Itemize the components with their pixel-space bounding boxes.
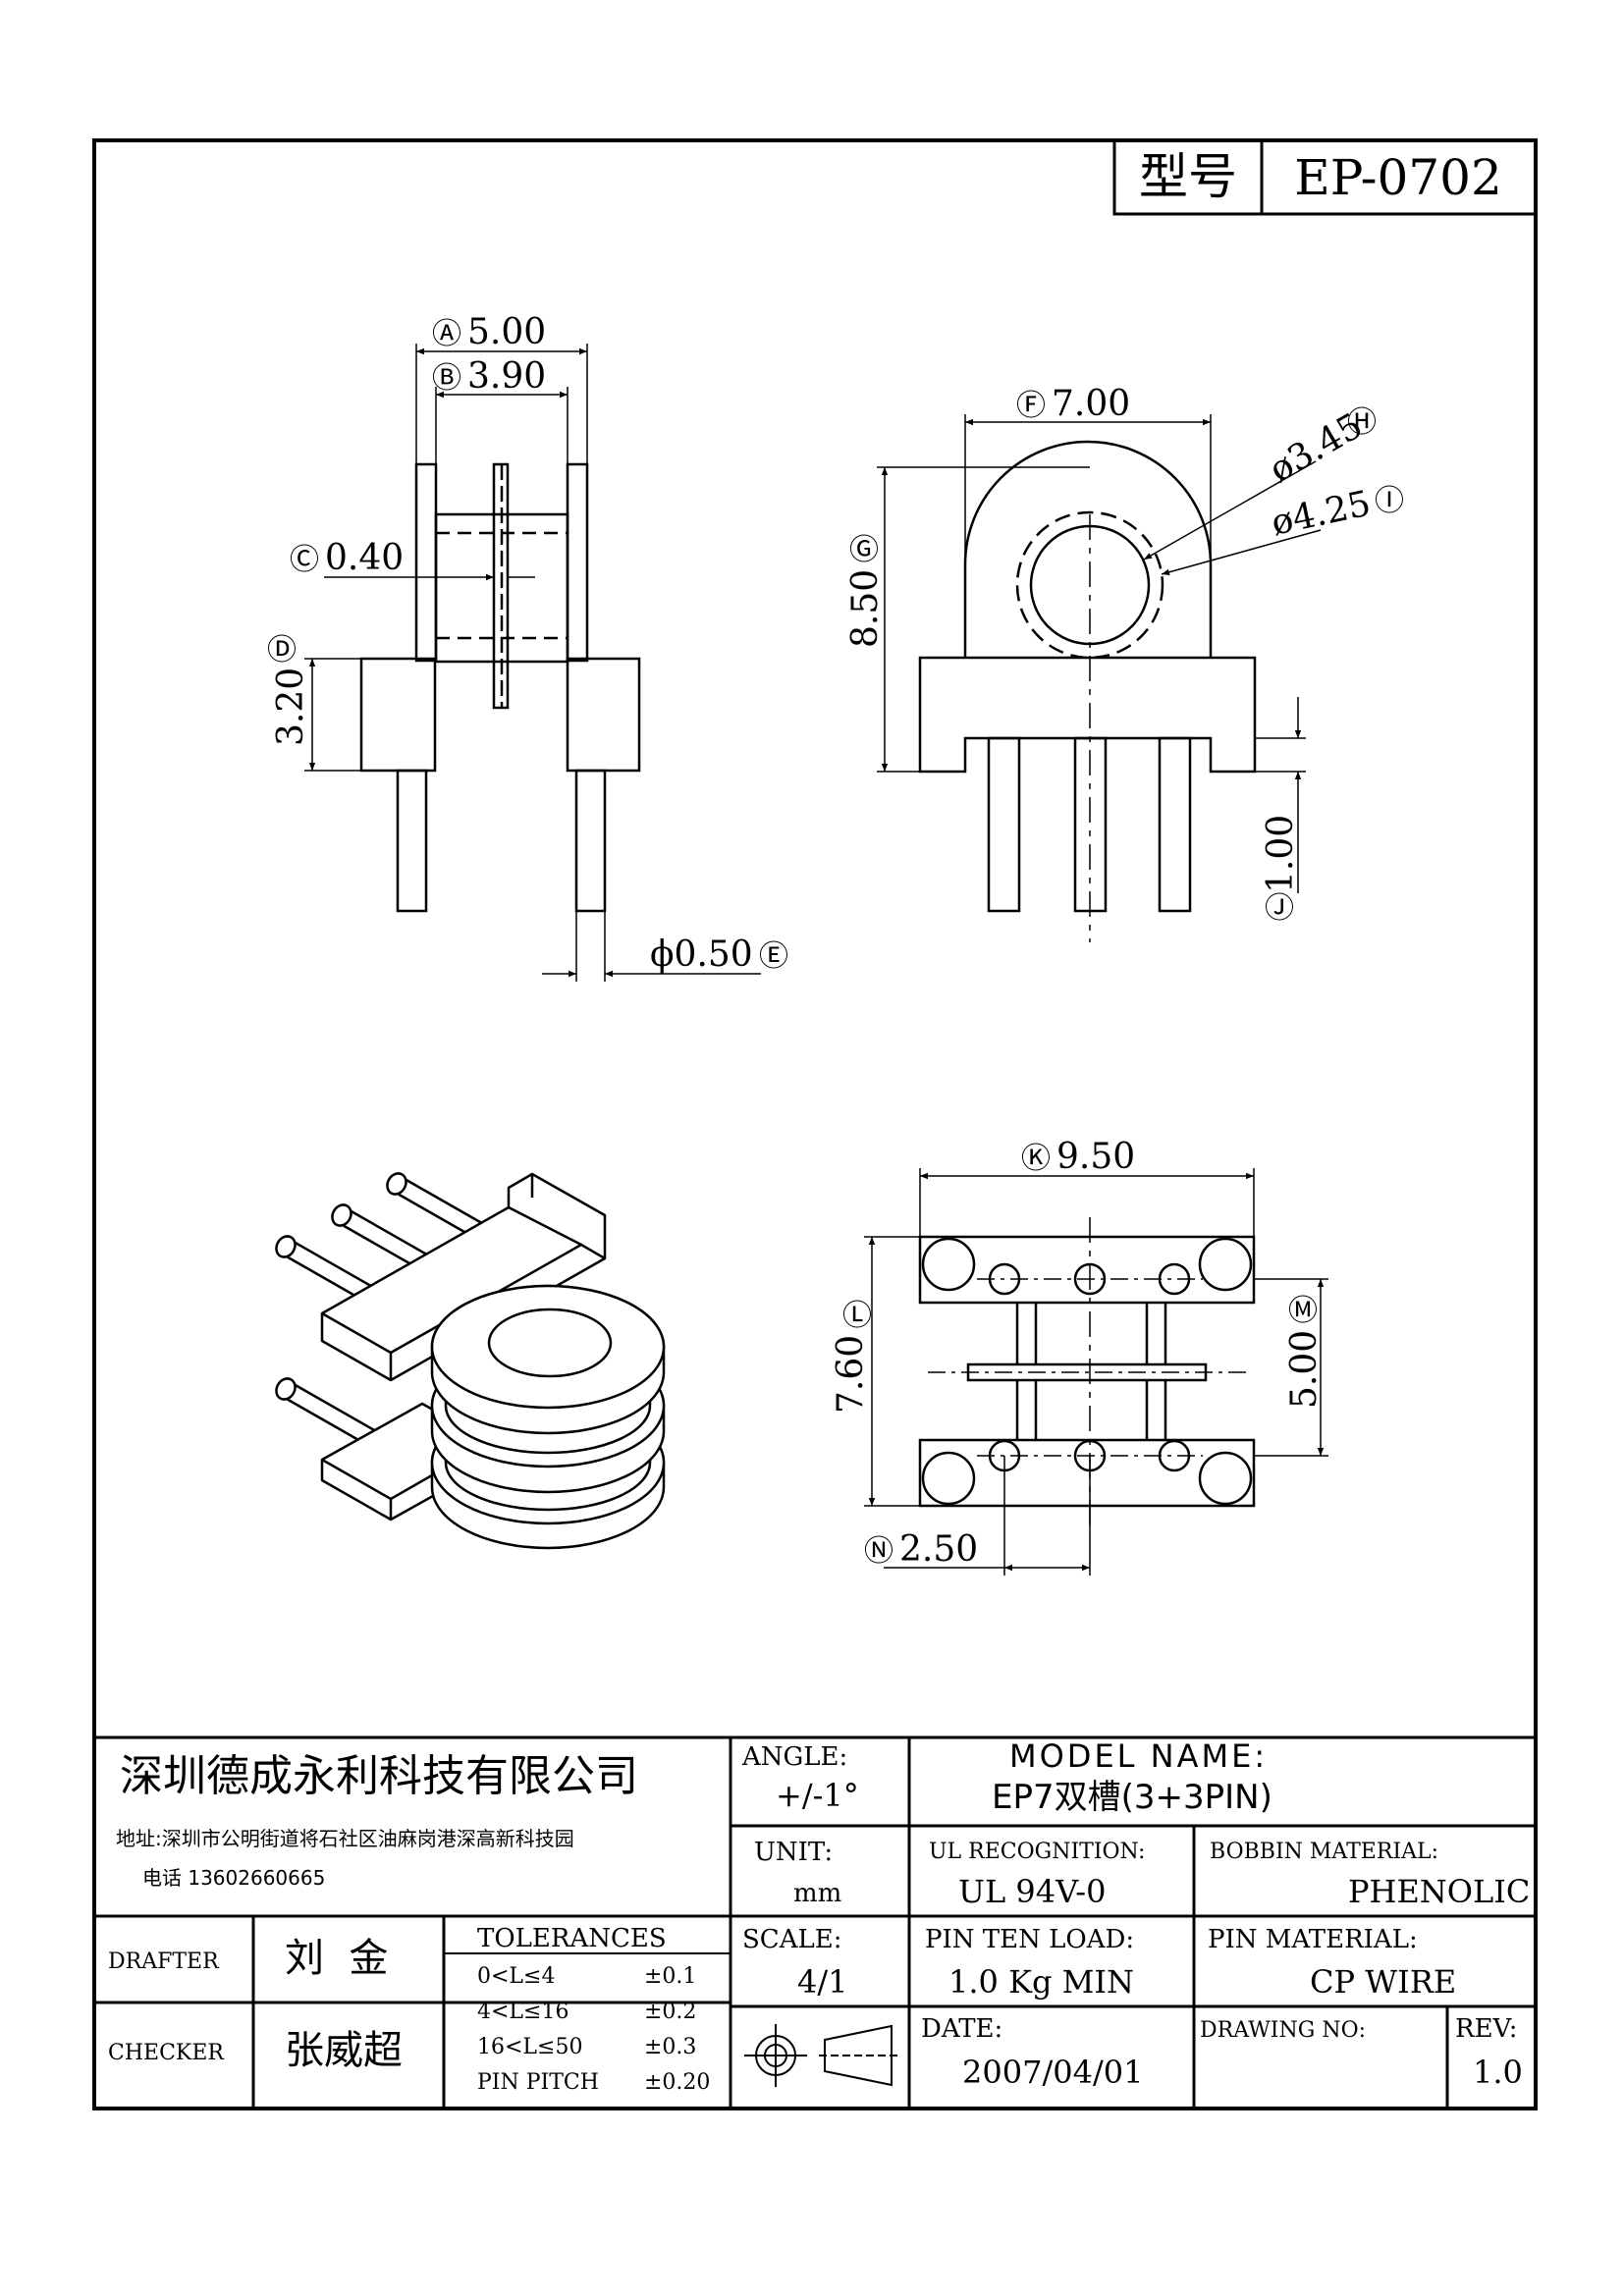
bottom-top-bar: [918, 1235, 1256, 1305]
model-name-value: EP7双槽(3+3PIN): [992, 1778, 1272, 1817]
front-view: [304, 344, 761, 982]
company-address: 地址:深圳市公明街道将石社区油麻岗港深高新科技园: [116, 1827, 574, 1850]
left-flange: [414, 462, 438, 663]
right-flange: [566, 462, 589, 663]
dim-m-value: 5.00: [1284, 1330, 1325, 1409]
tol-value-4: ±0.20: [644, 2070, 710, 2095]
side-pin-left: [987, 736, 1021, 913]
model-header-box: 型号 EP-0702: [1112, 138, 1538, 216]
projection-symbol: [744, 2024, 897, 2087]
dim-l-tag: Ⓛ: [842, 1299, 872, 1333]
dim-j-tag: Ⓙ: [1265, 891, 1294, 926]
side-view-labels: Ⓕ 7.00 Ⓖ 8.50 ø3.45 Ⓗ ø4.25 Ⓘ 1.00 Ⓙ: [845, 384, 1404, 926]
ul-value: UL 94V-0: [958, 1873, 1106, 1910]
unit-label: UNIT:: [754, 1838, 833, 1867]
pin-material-label: PIN MATERIAL:: [1208, 1925, 1418, 1954]
side-base: [918, 656, 1257, 774]
checker-label: CHECKER: [108, 2041, 225, 2065]
iso-back-pins: [275, 1172, 489, 1301]
dim-f-tag: Ⓕ: [1016, 389, 1046, 423]
model-name-label: MODEL NAME:: [1009, 1737, 1268, 1775]
company-phone: 电话 13602660665: [142, 1866, 325, 1890]
bottom-bottom-bar: [918, 1438, 1256, 1508]
iso-coil-discs: [430, 1284, 666, 1550]
front-view-labels: Ⓐ 5.00 Ⓑ 3.90 Ⓒ 0.40 Ⓓ 3.20 ϕ0.50 Ⓔ: [267, 312, 788, 975]
dim-e-tag: Ⓔ: [759, 939, 788, 974]
unit-value: mm: [793, 1879, 841, 1908]
left-pin: [396, 769, 428, 913]
tol-value-2: ±0.2: [644, 2000, 696, 2024]
dim-g-value: 8.50: [845, 569, 886, 648]
drafter-label: DRAFTER: [108, 1949, 220, 1974]
dim-n-value: 2.50: [899, 1529, 978, 1570]
iso-bottom-pins: [275, 1377, 378, 1443]
dim-d-value: 3.20: [271, 667, 311, 746]
side-body-outline: [963, 440, 1213, 658]
dim-i-tag: Ⓘ: [1375, 484, 1404, 518]
iso-bore: [487, 1308, 613, 1378]
bobbin-value: PHENOLIC: [1348, 1873, 1530, 1910]
angle-value: +/-1°: [776, 1777, 859, 1814]
dim-c-value: 0.40: [325, 538, 404, 578]
side-view: [877, 414, 1322, 942]
isometric-view: [275, 1172, 666, 1550]
model-label: 型号: [1139, 148, 1237, 205]
dim-a-value: 5.00: [467, 312, 546, 352]
dim-b-value: 3.90: [467, 356, 546, 397]
bottom-view: [864, 1168, 1328, 1575]
dim-l-value: 7.60: [831, 1335, 871, 1414]
left-base-block: [359, 657, 437, 773]
drafter-name: 刘 金: [285, 1936, 388, 1981]
bobbin-label: BOBBIN MATERIAL:: [1210, 1840, 1438, 1864]
dim-b-tag: Ⓑ: [432, 361, 461, 396]
pin-load-label: PIN TEN LOAD:: [925, 1925, 1134, 1954]
dim-f-value: 7.00: [1052, 384, 1130, 424]
dim-h-tag: Ⓗ: [1347, 405, 1377, 440]
dim-c-tag: Ⓒ: [290, 543, 319, 577]
title-block-text: 深圳德成永利科技有限公司 地址:深圳市公明街道将石社区油麻岗港深高新科技园 电话…: [108, 1737, 1530, 2095]
side-pin-right: [1158, 736, 1192, 913]
right-base-block: [566, 657, 641, 773]
date-value: 2007/04/01: [962, 2054, 1143, 2091]
tol-range-1: 0<L≤4: [477, 1964, 555, 1989]
dim-a-tag: Ⓐ: [432, 317, 461, 351]
dim-d-tag: Ⓓ: [267, 633, 297, 667]
pin-material-value: CP WIRE: [1310, 1963, 1456, 2001]
dim-n-tag: Ⓝ: [864, 1534, 893, 1569]
ul-label: UL RECOGNITION:: [929, 1840, 1145, 1864]
tol-value-3: ±0.3: [644, 2035, 696, 2059]
tol-range-2: 4<L≤16: [477, 2000, 568, 2024]
rev-value: 1.0: [1473, 2054, 1523, 2091]
pin-load-value: 1.0 Kg MIN: [948, 1963, 1134, 2001]
dim-g-tag: Ⓖ: [849, 533, 879, 567]
rev-label: REV:: [1455, 2014, 1517, 2044]
dim-k-value: 9.50: [1056, 1137, 1135, 1177]
company-name: 深圳德成永利科技有限公司: [120, 1751, 638, 1801]
tol-range-3: 16<L≤50: [477, 2035, 582, 2059]
tol-value-1: ±0.1: [644, 1964, 696, 1989]
scale-value: 4/1: [797, 1963, 848, 2001]
side-pin-middle: [1073, 736, 1108, 913]
checker-name: 张威超: [285, 2028, 403, 2073]
dim-k-tag: Ⓚ: [1021, 1142, 1051, 1176]
drawing-no-label: DRAWING NO:: [1200, 2018, 1366, 2043]
sheet-border: [92, 138, 1538, 2110]
model-value: EP-0702: [1294, 149, 1502, 206]
dim-m-tag: Ⓜ: [1288, 1294, 1318, 1328]
flange-circle-dashed: [1015, 510, 1164, 660]
bottom-view-labels: Ⓚ 9.50 Ⓛ 7.60 Ⓜ 5.00 Ⓝ 2.50: [831, 1137, 1325, 1570]
right-pin: [574, 769, 607, 913]
angle-label: ANGLE:: [741, 1742, 847, 1772]
tol-range-4: PIN PITCH: [477, 2070, 599, 2095]
tolerances-label: TOLERANCES: [477, 1924, 667, 1953]
date-label: DATE:: [921, 2014, 1002, 2044]
dim-e-value: ϕ0.50: [650, 934, 753, 975]
dim-j-value: 1.00: [1261, 815, 1301, 893]
scale-label: SCALE:: [742, 1925, 842, 1954]
dim-i-value: ø4.25: [1268, 484, 1374, 544]
title-block: [94, 1735, 1536, 2109]
